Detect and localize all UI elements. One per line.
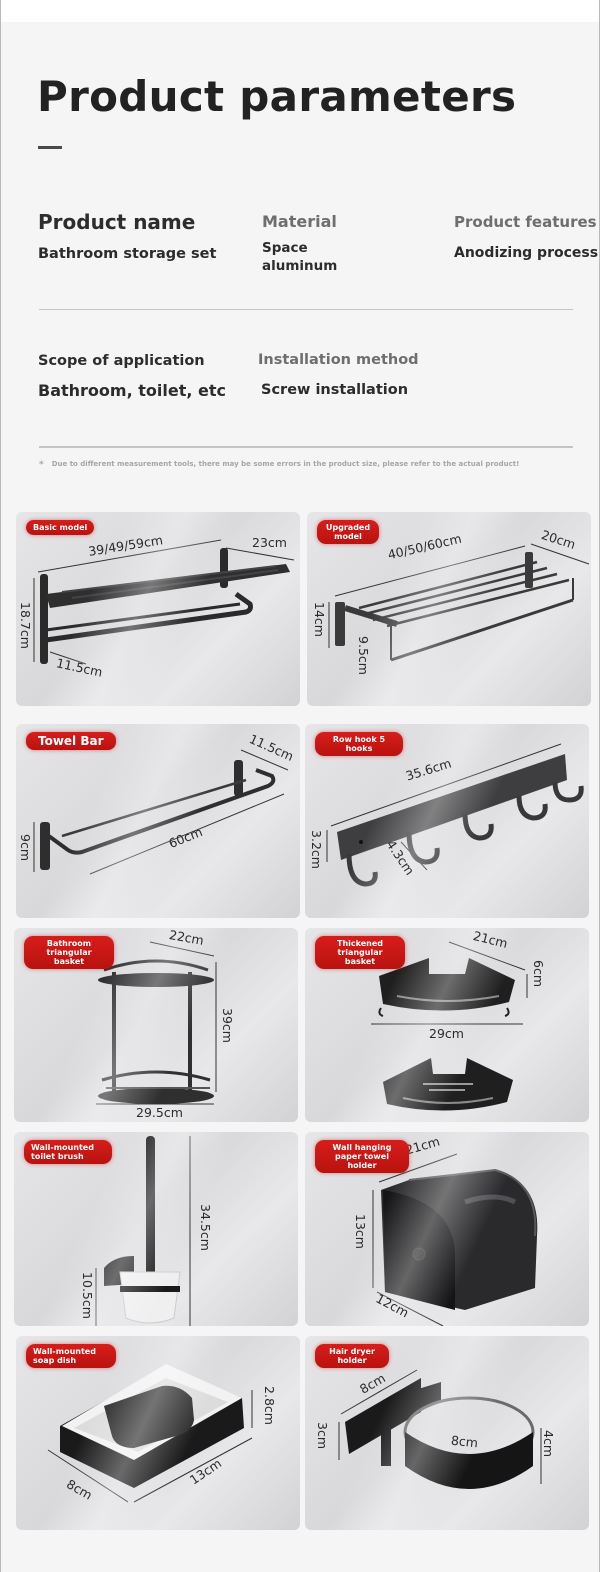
hair-dryer-holder-image (338, 1369, 542, 1489)
dimension-label: 9cm (18, 833, 34, 862)
product-card-basic-model: Basic model 39/49/59cm 23cm 18.7cm 11.5c… (16, 512, 300, 706)
triangular-basket-image (371, 941, 528, 1111)
product-badge: Towel Bar (26, 732, 116, 750)
dimension-label: 14cm (311, 602, 327, 637)
dimension-label: 3.2cm (308, 830, 324, 869)
product-badge: Thickened triangular basket (315, 936, 405, 969)
product-badge: Basic model (26, 520, 95, 535)
triangular-basket-image (96, 941, 217, 1105)
dimension-label: 39cm (219, 1008, 235, 1043)
product-card-soap-dish: Wall-mounted soap dish 2.8cm 13cm 8cm (16, 1336, 300, 1530)
dimension-label: 13cm (352, 1214, 368, 1249)
param-product-name: Product name Bathroom storage set (38, 210, 216, 262)
dimension-label: 3cm (315, 1421, 331, 1450)
row-hook-image (326, 743, 584, 887)
param-label: Scope of application (38, 353, 205, 369)
soap-dish-image (47, 1364, 253, 1503)
divider (39, 446, 573, 448)
param-product-features: Product features Anodizing process (454, 213, 598, 261)
product-badge: Row hook 5 hooks (315, 732, 403, 756)
title-underline (38, 146, 62, 149)
dimension-label: 10.5cm (79, 1272, 95, 1319)
disclaimer-text: Due to different measurement tools, ther… (51, 460, 520, 468)
product-card-hair-dryer-holder: Hair dryer holder 8cm 3cm 8cm 4cm (305, 1336, 589, 1530)
product-badge: Wall hanging paper towel holder (315, 1140, 409, 1173)
param-value: Screw installation (261, 382, 409, 398)
towel-rack-image (328, 543, 590, 662)
product-card-row-hook: Row hook 5 hooks 35.6cm 3.2cm 4.3cm (305, 724, 589, 918)
product-card-bathroom-triangular-basket: Bathroom triangular basket 22cm 39cm 29.… (14, 928, 298, 1122)
dimension-label: 29.5cm (136, 1105, 183, 1120)
param-value: Anodizing process (454, 245, 599, 261)
product-badge: Bathroom triangular basket (24, 936, 114, 969)
towel-bar-image (33, 749, 289, 875)
dimension-label: 2.8cm (261, 1386, 277, 1425)
param-value: Bathroom, toilet, etc (38, 381, 226, 400)
dimension-label: 34.5cm (197, 1204, 213, 1251)
top-strip (1, 0, 599, 22)
product-card-paper-towel-holder: Wall hanging paper towel holder 21cm 13c… (305, 1132, 589, 1326)
asterisk-icon: * (39, 460, 44, 470)
param-installation: Installation method Screw installation (258, 352, 419, 398)
dimension-label: 4cm (541, 1429, 557, 1458)
param-value: Space aluminum (262, 240, 338, 274)
paper-towel-holder-image (372, 1153, 538, 1326)
towel-rack-image (33, 539, 295, 665)
page-title: Product parameters (37, 72, 517, 121)
dimension-label: 18.7cm (17, 602, 33, 649)
product-badge: Wall-mounted soap dish (26, 1344, 116, 1368)
dimension-label: 9.5cm (355, 636, 371, 675)
product-badge: Wall-mounted toilet brush (24, 1140, 112, 1164)
product-badge: Hair dryer holder (315, 1344, 389, 1368)
param-value: Bathroom storage set (38, 246, 217, 262)
product-card-thickened-triangular-basket: Thickened triangular basket 21cm 6cm 29c… (305, 928, 589, 1122)
product-card-upgraded-model: Upgraded model 40/50/60cm 20cm 14cm 9.5c… (307, 512, 591, 706)
dimension-label: 23cm (252, 535, 287, 550)
param-label: Installation method (258, 352, 419, 368)
dimension-label: 29cm (429, 1026, 464, 1041)
divider (39, 309, 573, 310)
param-label: Product features (454, 213, 597, 231)
dimension-label: 8cm (450, 1432, 479, 1451)
param-scope: Scope of application Bathroom, toilet, e… (38, 353, 226, 400)
param-label: Material (262, 212, 337, 231)
product-card-toilet-brush: Wall-mounted toilet brush 34.5cm 10.5cm (14, 1132, 298, 1326)
param-material: Material Space aluminum (262, 212, 342, 275)
product-badge: Upgraded model (317, 520, 379, 544)
toilet-brush-image (95, 1136, 191, 1326)
product-card-towel-bar: Towel Bar 11.5cm 60cm 9cm (16, 724, 300, 918)
disclaimer: * Due to different measurement tools, the… (39, 460, 519, 470)
dimension-label: 6cm (531, 959, 547, 988)
param-label: Product name (38, 210, 196, 234)
